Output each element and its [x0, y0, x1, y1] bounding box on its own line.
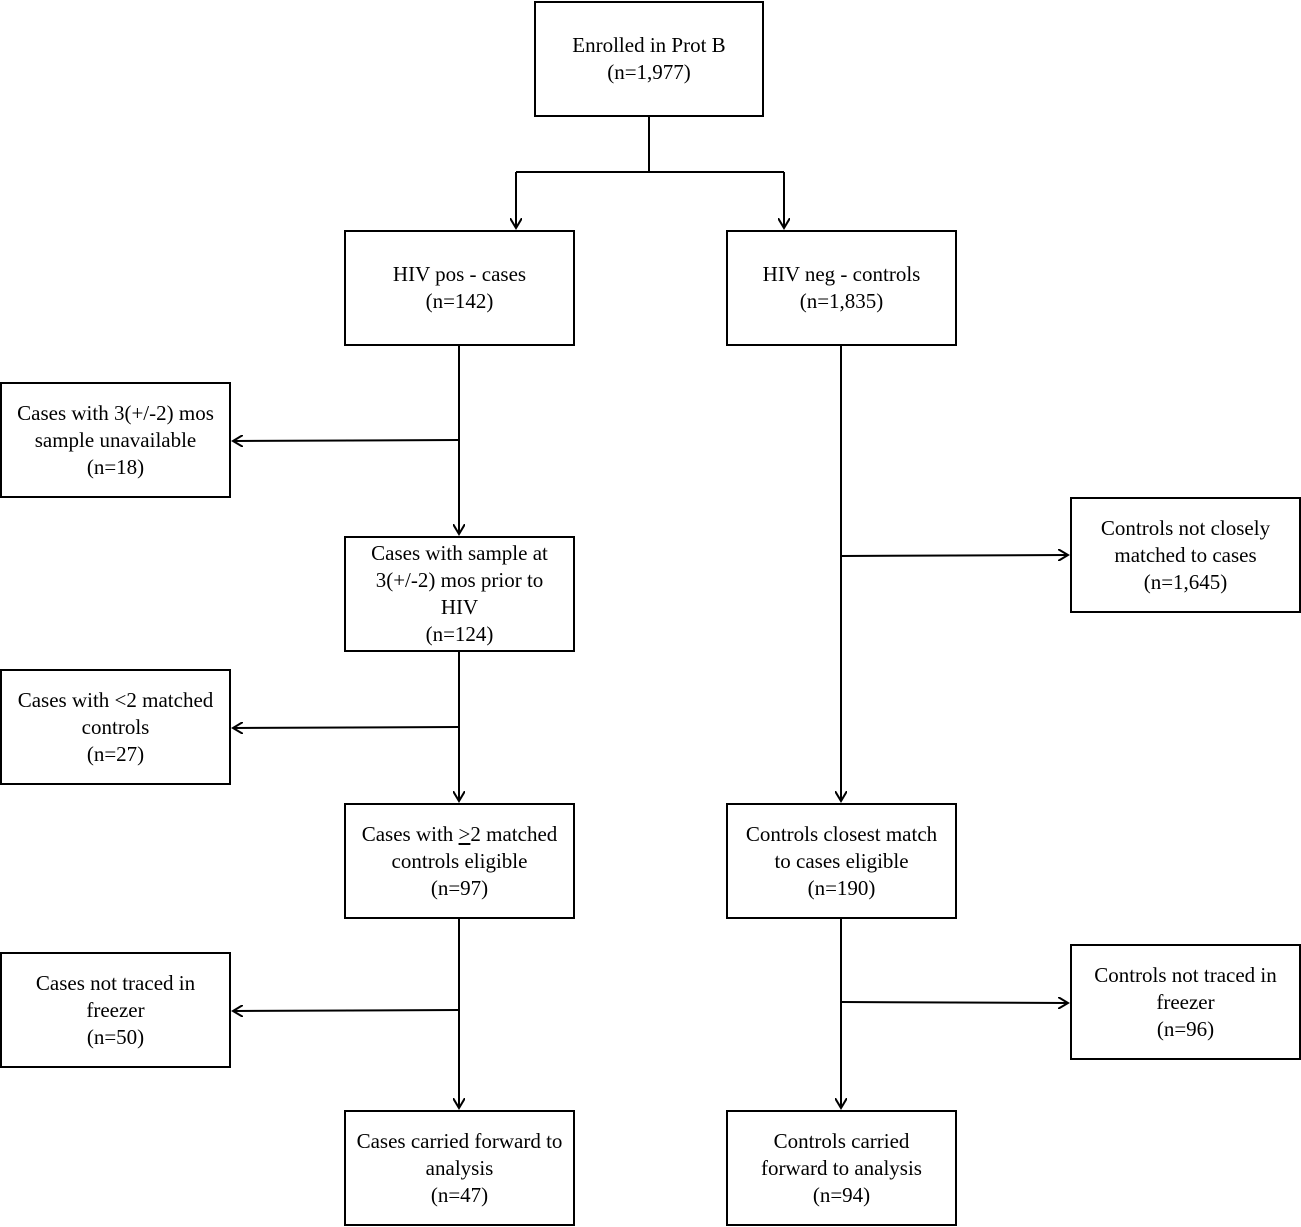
- controls-closest-line1: Controls closest match: [745, 821, 938, 846]
- arrow-to-excluded-lt2-matched: [233, 727, 460, 728]
- hiv-neg-controls-box: HIV neg - controls (n=1,835): [726, 230, 957, 346]
- excluded-cases-freezer-box: Cases not traced in freezer (n=50): [0, 952, 231, 1068]
- excluded-lt2-matched-line2: controls: [81, 714, 150, 739]
- excluded-controls-not-matched-line2: matched to cases: [1114, 542, 1257, 567]
- excluded-controls-not-matched-count: (n=1,645): [1143, 569, 1228, 594]
- excluded-sample-unavailable-box: Cases with 3(+/-2) mos sample unavailabl…: [0, 382, 231, 498]
- excluded-sample-unavailable-line2: sample unavailable: [34, 427, 197, 452]
- cases-ge2-suffix: 2 matched: [470, 821, 558, 846]
- arrow-to-excluded-controls-not-matched: [840, 555, 1068, 556]
- excluded-cases-freezer-line2: freezer: [86, 997, 145, 1022]
- cases-final-line1: Cases carried forward to: [356, 1128, 563, 1153]
- hiv-neg-count: (n=1,835): [799, 289, 884, 313]
- excluded-lt2-matched-line1: Cases with <2 matched: [17, 687, 214, 712]
- enrolled-count: (n=1,977): [607, 60, 691, 84]
- cases-ge2-symbol: >: [458, 821, 471, 846]
- excluded-lt2-matched-box: Cases with <2 matched controls (n=27): [0, 669, 231, 785]
- controls-final-count: (n=94): [812, 1182, 871, 1207]
- enrolled-label: Enrolled in Prot B: [572, 33, 726, 57]
- hiv-pos-cases-box: HIV pos - cases (n=142): [344, 230, 575, 346]
- enrolled-box: Enrolled in Prot B (n=1,977): [534, 1, 764, 117]
- cases-with-sample-line1: Cases with sample at: [371, 541, 548, 565]
- controls-closest-count: (n=190): [807, 875, 876, 900]
- controls-final-line1: Controls carried: [773, 1128, 910, 1153]
- cases-ge2-prefix: Cases with: [361, 821, 459, 846]
- controls-closest-match-box: Controls closest match to cases eligible…: [726, 803, 957, 919]
- cases-ge2-matched-box: Cases with >2 matched controls eligible …: [344, 803, 575, 919]
- cases-ge2-matched-line1: Cases with >2 matched: [362, 821, 558, 848]
- hiv-pos-label: HIV pos - cases: [392, 262, 527, 286]
- cases-ge2-matched-line2: controls eligible: [391, 848, 528, 873]
- excluded-controls-not-matched-box: Controls not closely matched to cases (n…: [1070, 497, 1301, 613]
- cases-with-sample-box: Cases with sample at 3(+/-2) mos prior t…: [344, 536, 575, 652]
- excluded-sample-unavailable-count: (n=18): [86, 454, 145, 479]
- cases-with-sample-count: (n=124): [425, 622, 494, 646]
- controls-closest-line2: to cases eligible: [774, 848, 909, 873]
- excluded-lt2-matched-count: (n=27): [86, 741, 145, 766]
- cases-final-line2: analysis: [425, 1155, 494, 1180]
- controls-final-line2: forward to analysis: [761, 1155, 922, 1180]
- excluded-controls-freezer-line1: Controls not traced in: [1094, 962, 1277, 987]
- hiv-neg-label: HIV neg - controls: [762, 262, 921, 286]
- connector-enrolled-split: [516, 117, 784, 173]
- arrow-to-excluded-cases-freezer: [233, 1010, 460, 1011]
- cases-carried-forward-box: Cases carried forward to analysis (n=47): [344, 1110, 575, 1226]
- arrow-to-excluded-controls-freezer: [840, 1002, 1068, 1003]
- cases-final-count: (n=47): [430, 1182, 489, 1207]
- excluded-sample-unavailable-line1: Cases with 3(+/-2) mos: [17, 400, 214, 425]
- excluded-controls-freezer-count: (n=96): [1156, 1016, 1215, 1041]
- cases-with-sample-line2: 3(+/-2) mos prior to: [375, 568, 544, 592]
- controls-carried-forward-box: Controls carried forward to analysis (n=…: [726, 1110, 957, 1226]
- excluded-controls-not-matched-line1: Controls not closely: [1100, 515, 1271, 540]
- cases-ge2-matched-count: (n=97): [430, 875, 489, 900]
- cases-with-sample-line3: HIV: [440, 595, 479, 619]
- excluded-cases-freezer-count: (n=50): [86, 1024, 145, 1049]
- excluded-controls-freezer-line2: freezer: [1156, 989, 1215, 1014]
- arrow-to-excluded-sample-unavailable: [233, 440, 460, 441]
- excluded-cases-freezer-line1: Cases not traced in: [35, 970, 196, 995]
- hiv-pos-count: (n=142): [425, 289, 494, 313]
- excluded-controls-freezer-box: Controls not traced in freezer (n=96): [1070, 944, 1301, 1060]
